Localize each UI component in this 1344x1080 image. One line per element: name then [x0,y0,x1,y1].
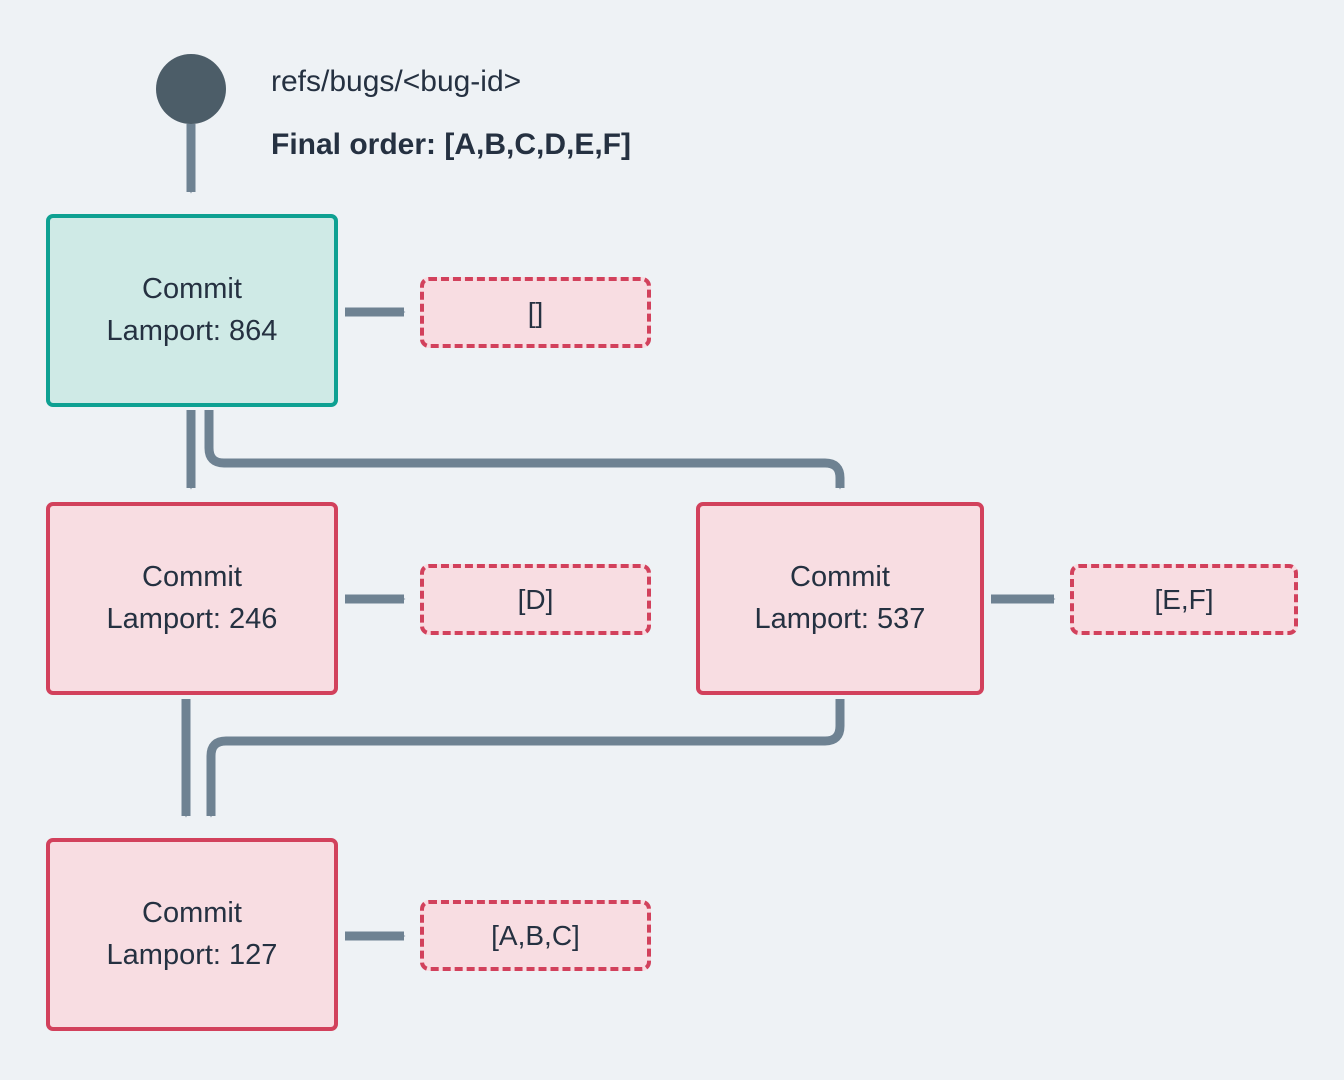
ref-path-label: refs/bugs/<bug-id> [271,65,522,98]
commit-node-537-line2: Lamport: 537 [754,602,926,635]
edge-c537-to-c127 [206,699,845,818]
ref-head-dot[interactable] [156,54,226,124]
payload-chip-537[interactable]: [E,F] [1070,564,1298,635]
commit-node-246[interactable]: Commit Lamport: 246 [46,502,338,695]
payload-chip-246-label: [D] [517,583,554,615]
payload-chip-127[interactable]: [A,B,C] [420,900,651,971]
commit-node-864-line1: Commit [142,273,242,306]
commit-node-246-line2: Lamport: 246 [106,602,278,635]
commit-node-127[interactable]: Commit Lamport: 127 [46,838,338,1031]
final-order-label: Final order: [A,B,C,D,E,F] [271,128,631,161]
commit-node-864-line2: Lamport: 864 [106,314,278,347]
commit-node-864[interactable]: Commit Lamport: 864 [46,214,338,407]
commit-node-127-line2: Lamport: 127 [106,938,278,971]
edge-c864-to-c537 [204,410,845,490]
payload-chip-127-label: [A,B,C] [491,919,580,951]
commit-node-246-line1: Commit [142,561,242,594]
payload-chip-537-label: [E,F] [1154,583,1214,615]
payload-chip-246[interactable]: [D] [420,564,651,635]
payload-chip-864-label: [] [527,296,544,328]
commit-node-537[interactable]: Commit Lamport: 537 [696,502,984,695]
commit-node-127-line1: Commit [142,897,242,930]
payload-chip-864[interactable]: [] [420,277,651,348]
commit-node-537-line1: Commit [790,561,890,594]
